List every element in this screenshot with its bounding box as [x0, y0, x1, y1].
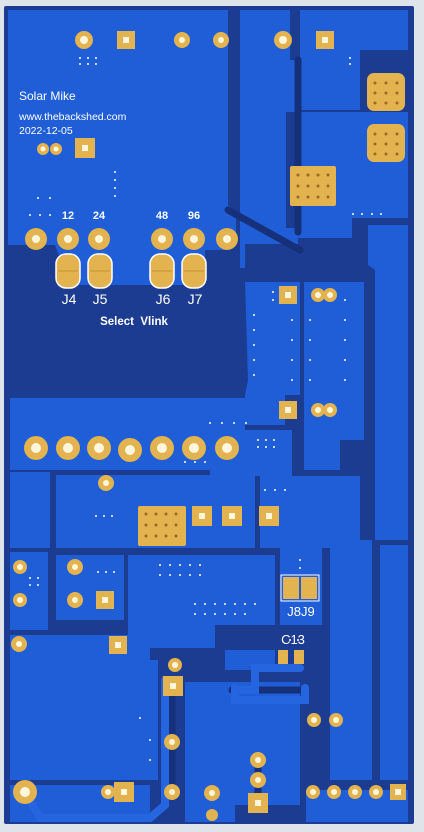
voltage-label-12: 12: [62, 210, 74, 222]
traces-bright: [20, 664, 309, 822]
date-label: 2022-12-05: [19, 125, 73, 137]
voltage-label-24: 24: [93, 210, 106, 222]
select-vlink-label: Select Vlink: [100, 316, 168, 328]
thermal-vias: [144, 81, 399, 538]
voltage-label-96: 96: [188, 210, 200, 222]
jumper-label-j7: J7: [188, 291, 203, 307]
jumper-pads: [55, 253, 207, 289]
website-label: www.thebackshed.com: [18, 111, 127, 123]
jumper-label-j5: J5: [93, 291, 108, 307]
drill-holes: [16, 36, 401, 806]
jumper-pair-label-j8j9: J8J9: [287, 604, 314, 619]
author-label: Solar Mike: [19, 89, 76, 103]
voltage-label-48: 48: [156, 210, 168, 222]
jumper-label-j4: J4: [62, 291, 77, 307]
jumper-label-j6: J6: [156, 291, 171, 307]
capacitor-label-c13: C13: [281, 632, 305, 647]
vias: [29, 57, 382, 761]
component-outlines: [280, 574, 320, 602]
